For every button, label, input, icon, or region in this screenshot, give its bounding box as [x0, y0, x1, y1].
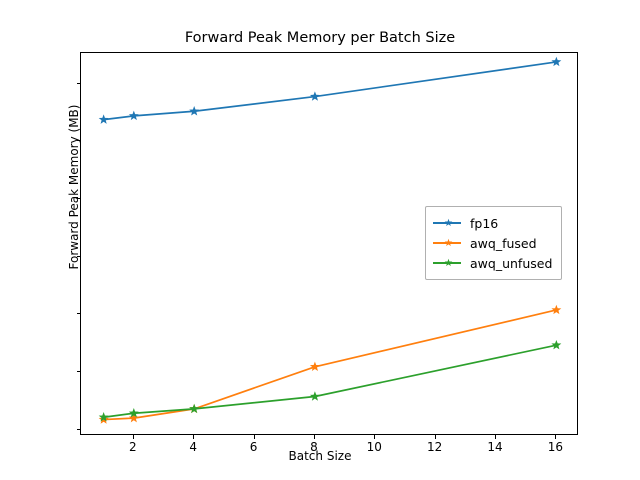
- data-point-awq_unfused-2: [128, 408, 139, 418]
- series-line-awq_fused: [103, 309, 557, 421]
- y-tick-mark: [76, 313, 80, 315]
- y-tick-mark: [76, 370, 80, 373]
- x-tick-mark: [434, 435, 436, 439]
- x-tick-label: 8: [310, 440, 318, 454]
- legend-line: [433, 222, 461, 224]
- legend-swatch-awq_fused: ★: [433, 236, 461, 250]
- data-point-awq_unfused-16: [551, 339, 562, 350]
- x-tick-mark: [313, 435, 315, 439]
- x-tick-label: 16: [547, 440, 563, 454]
- data-point-awq_fused-8: [309, 361, 320, 371]
- series-awq_unfused: [98, 339, 562, 422]
- y-tick-mark: [76, 255, 80, 257]
- data-point-fp16-4: [189, 106, 200, 116]
- x-tick-mark: [374, 435, 376, 439]
- y-tick-mark: [76, 140, 80, 142]
- legend-item-fp16[interactable]: ★ fp16: [433, 213, 552, 233]
- x-tick-label: 6: [249, 440, 258, 454]
- x-tick-mark: [495, 435, 497, 439]
- series-awq_fused: [98, 304, 562, 424]
- y-axis-label: Forward Peak Memory (MB): [67, 104, 81, 270]
- x-tick-mark: [132, 435, 134, 439]
- data-point-awq_unfused-1: [98, 412, 109, 422]
- legend-label: awq_unfused: [470, 255, 553, 271]
- legend-line: [433, 262, 461, 264]
- x-axis-label: Batch Size: [288, 449, 352, 463]
- x-tick-label: 12: [426, 440, 443, 454]
- y-tick-mark: [76, 197, 80, 200]
- series-fp16: [98, 56, 562, 124]
- data-point-awq_unfused-8: [309, 391, 320, 401]
- star-icon: ★: [444, 258, 453, 269]
- legend-swatch-fp16: ★: [433, 216, 461, 230]
- x-tick-label: 2: [128, 440, 137, 454]
- series-line-awq_unfused: [103, 344, 557, 419]
- data-point-fp16-16: [551, 56, 562, 67]
- series-layer: [98, 56, 562, 424]
- data-point-fp16-2: [128, 110, 139, 121]
- legend-item-awq_unfused[interactable]: ★ awq_unfused: [433, 253, 552, 273]
- x-tick-label: 4: [189, 440, 197, 454]
- data-point-awq_fused-16: [551, 304, 562, 315]
- x-tick-mark: [555, 435, 557, 439]
- chart-title: Forward Peak Memory per Batch Size: [184, 30, 456, 46]
- plot-area: [80, 52, 578, 435]
- legend-item-awq_fused[interactable]: ★ awq_fused: [433, 233, 552, 253]
- data-point-fp16-8: [309, 91, 320, 101]
- star-icon: ★: [444, 238, 453, 249]
- x-tick-mark: [253, 435, 255, 439]
- y-tick-mark: [76, 428, 80, 430]
- y-tick-mark: [76, 82, 80, 84]
- data-point-awq_unfused-4: [189, 403, 200, 414]
- legend-label: awq_fused: [470, 235, 537, 251]
- series-line-fp16: [103, 61, 557, 121]
- data-point-awq_fused-2: [128, 412, 139, 423]
- data-point-fp16-1: [98, 114, 109, 124]
- x-tick-label: 14: [487, 440, 503, 454]
- legend-label: fp16: [470, 215, 499, 231]
- star-icon: ★: [444, 218, 453, 229]
- x-tick-mark: [193, 435, 195, 439]
- legend: ★ fp16 ★ awq_fused ★ awq_unfused: [425, 206, 563, 280]
- legend-line: [433, 242, 461, 244]
- x-tick-label: 10: [366, 440, 382, 454]
- legend-swatch-awq_unfused: ★: [433, 256, 461, 270]
